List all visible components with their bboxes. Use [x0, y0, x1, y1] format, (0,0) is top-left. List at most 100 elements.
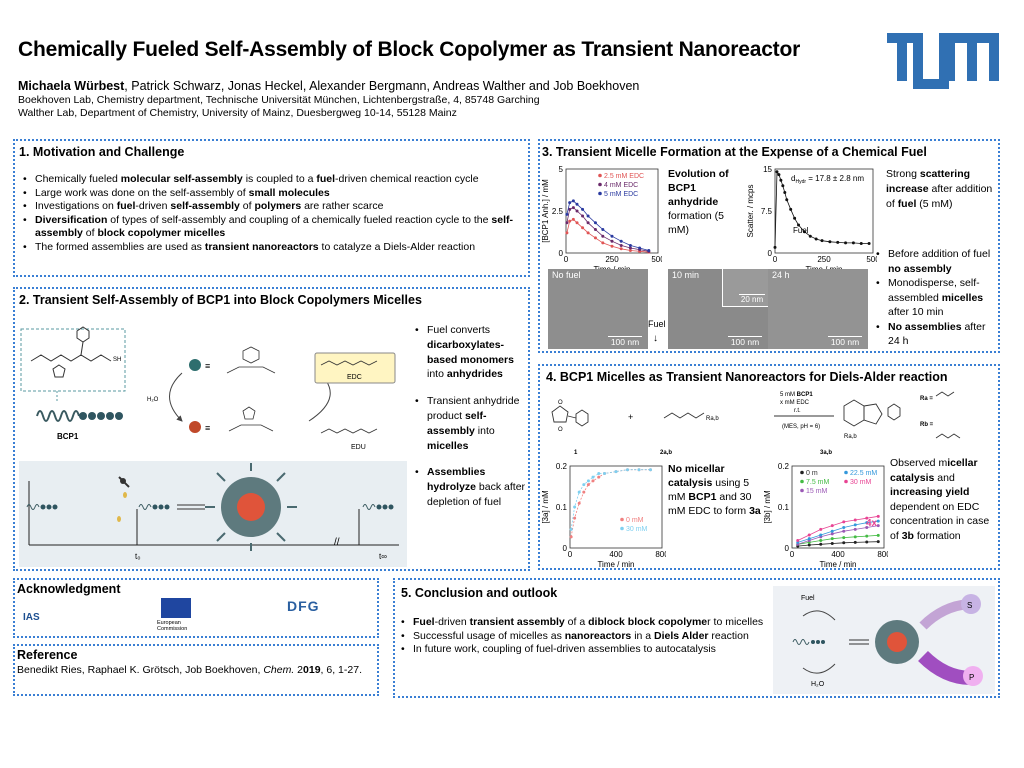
- tem-inset: 20 nm: [722, 269, 768, 307]
- data-point: [647, 248, 651, 252]
- conclusion-panel: 5. Conclusion and outlook Fuel-driven tr…: [393, 578, 1000, 698]
- data-point: [586, 479, 590, 483]
- y-tick-label: 2.5: [552, 207, 564, 216]
- data-point: [565, 231, 569, 235]
- data-point: [569, 535, 573, 539]
- h2o-label: H₂O: [147, 397, 159, 403]
- poster-title: Chemically Fueled Self-Assembly of Block…: [18, 38, 801, 61]
- y-tick-label: 0: [559, 249, 564, 258]
- data-point: [867, 241, 871, 245]
- data-point: [601, 234, 605, 238]
- x-tick-label: 500: [651, 255, 662, 264]
- self-assembly-title: 2. Transient Self-Assembly of BCP1 into …: [19, 293, 422, 307]
- legend-label: 2.5 mM EDC: [604, 173, 644, 180]
- legend-label: 30 mM: [850, 479, 872, 486]
- fuel-arrow-label: Fuel: [648, 319, 666, 329]
- svg-text:≡: ≡: [205, 361, 210, 371]
- tinf-label: t∞: [379, 552, 387, 561]
- data-point: [865, 526, 869, 529]
- series-line: [570, 469, 651, 537]
- data-point: [573, 516, 577, 520]
- legend-marker: [844, 470, 848, 475]
- data-point: [793, 216, 797, 220]
- list-item: Assemblies hydrolyze back after depletio…: [413, 465, 529, 509]
- data-point: [593, 227, 597, 231]
- data-point: [876, 540, 880, 544]
- tem-list: Before addition of fuel no assembly Mono…: [874, 247, 998, 349]
- series-line: [797, 520, 879, 543]
- legend-label: 5 mM EDC: [604, 191, 638, 198]
- data-point: [571, 217, 575, 221]
- motivation-list: Chemically fueled molecular self-assembl…: [21, 173, 521, 255]
- legend-marker: [800, 488, 804, 493]
- scattering-text: Strong scattering increase after additio…: [886, 168, 993, 210]
- data-point: [814, 237, 818, 241]
- data-point: [853, 535, 857, 539]
- data-point: [577, 490, 581, 494]
- legend-label: 0 m: [806, 470, 818, 477]
- data-point: [628, 243, 632, 247]
- outlook-figure: Fuel H₂O S P: [773, 586, 995, 694]
- svg-text:+: +: [628, 412, 633, 422]
- list-item: The formed assemblies are used as transi…: [21, 241, 521, 255]
- x-tick-label: 0: [790, 550, 795, 559]
- data-point: [785, 198, 789, 202]
- data-point: [577, 501, 581, 505]
- data-point: [865, 534, 869, 538]
- outlook-fuel-label: Fuel: [801, 595, 815, 602]
- legend-marker: [598, 182, 602, 187]
- reference-text: Benedikt Ries, Raphael K. Grötsch, Job B…: [17, 664, 362, 676]
- x-tick-label: 400: [831, 550, 845, 559]
- anhydride-chart: 025050002.55Time / min[BCP1 Anh.] / mM2.…: [541, 165, 662, 273]
- data-point: [597, 475, 601, 479]
- t0-label: t₀: [135, 552, 141, 561]
- data-point: [779, 178, 783, 182]
- data-point: [819, 527, 823, 531]
- svg-text:≡: ≡: [205, 423, 210, 433]
- ra-label: Ra =: [920, 396, 933, 402]
- bcp1-label: BCP1: [57, 432, 79, 441]
- legend-label: 0 mM: [626, 517, 644, 524]
- data-point: [614, 470, 618, 474]
- data-point: [571, 206, 575, 210]
- y-tick-label: 5: [559, 165, 564, 174]
- data-point: [789, 207, 793, 211]
- data-point: [619, 243, 623, 247]
- x-tick-label: 250: [817, 255, 831, 264]
- data-point: [842, 541, 846, 545]
- y-axis-label: [BCP1 Anh.] / mM: [541, 179, 550, 243]
- fuel-arrow-text: Fuel: [793, 226, 809, 235]
- x-axis-label: Time / min: [597, 560, 634, 568]
- list-item: Fuel-driven transient assembly of a dibl…: [399, 616, 769, 630]
- outlook-s-label: S: [967, 601, 972, 610]
- data-point: [571, 199, 575, 203]
- data-point: [575, 202, 579, 206]
- data-point: [581, 207, 585, 211]
- data-point: [591, 475, 595, 479]
- tem-image-no-fuel: No fuel 100 nm: [548, 269, 648, 349]
- data-point: [586, 231, 590, 235]
- data-point: [819, 539, 823, 543]
- data-point: [876, 519, 880, 523]
- list-item: Diversification of types of self-assembl…: [21, 214, 521, 241]
- svg-text://: //: [334, 537, 340, 548]
- data-point: [865, 521, 869, 525]
- data-point: [565, 212, 569, 216]
- x-tick-label: 800: [877, 550, 888, 559]
- rb-label: Rb =: [920, 422, 934, 428]
- legend-marker: [598, 191, 602, 196]
- list-item: Investigations on fuel-driven self-assem…: [21, 200, 521, 214]
- micelle-formation-title: 3. Transient Micelle Formation at the Ex…: [542, 145, 927, 159]
- legend-label: 4 mM EDC: [604, 182, 638, 189]
- data-point: [807, 537, 811, 541]
- data-point: [569, 527, 573, 531]
- data-point: [876, 533, 880, 537]
- data-point: [819, 533, 823, 537]
- y-tick-label: 0.1: [778, 503, 790, 512]
- self-assembly-panel: 2. Transient Self-Assembly of BCP1 into …: [13, 287, 530, 571]
- x-tick-label: 500: [866, 255, 877, 264]
- acknowledgment-title: Acknowledgment: [17, 582, 121, 596]
- svg-text:O: O: [558, 427, 563, 433]
- data-point: [802, 230, 806, 234]
- svg-text:SH: SH: [113, 357, 121, 363]
